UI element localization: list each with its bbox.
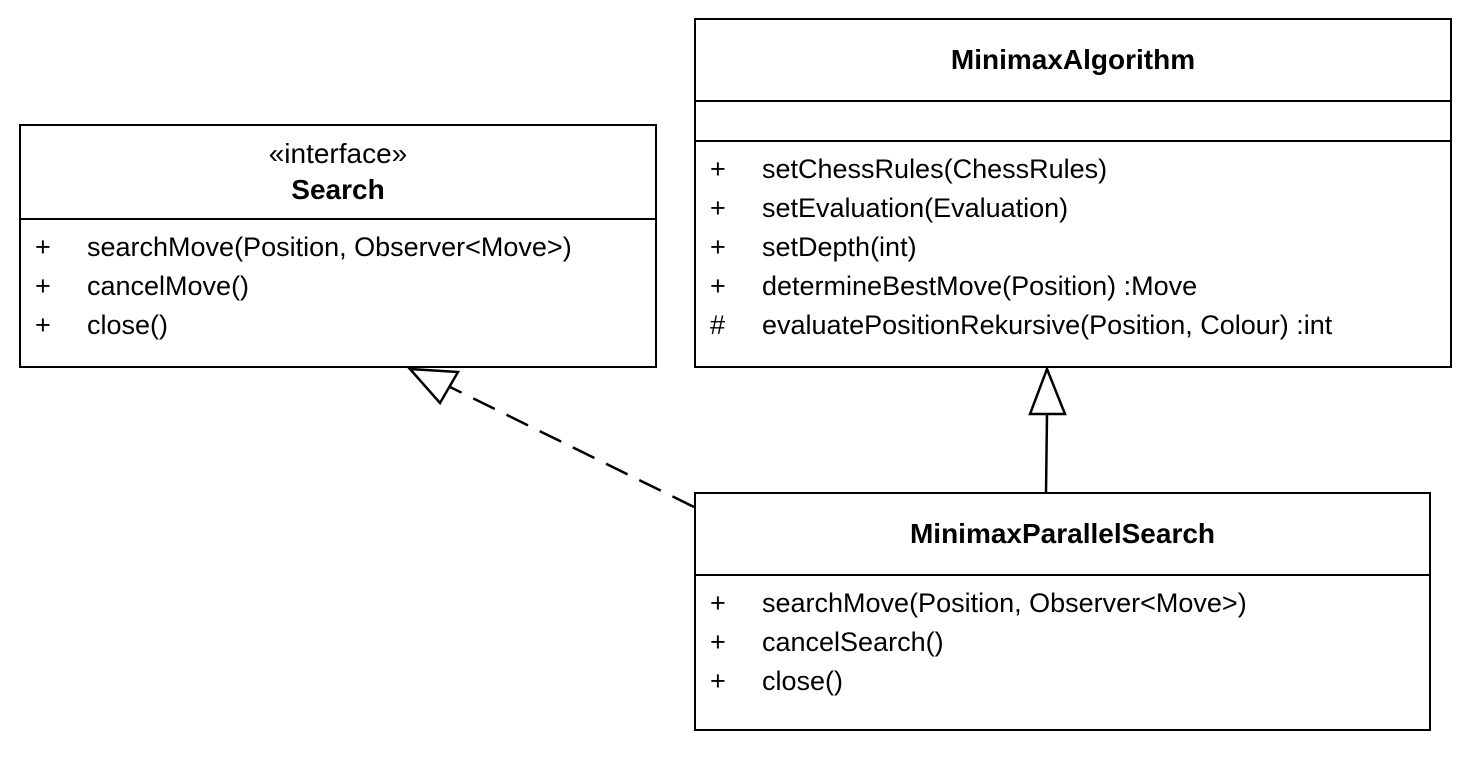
operation-row: + cancelMove() (21, 271, 655, 310)
operation-row: + cancelSearch() (696, 627, 1429, 666)
class-name: Search (291, 174, 385, 205)
operation-signature: cancelSearch() (762, 627, 944, 657)
class-search[interactable]: «interface» Search + searchMove(Position… (19, 124, 657, 368)
generalization-arrow (1028, 365, 1067, 494)
class-minimax-parallel-search[interactable]: MinimaxParallelSearch + searchMove(Posit… (694, 492, 1431, 731)
visibility-marker: + (710, 271, 726, 301)
operations-compartment: + searchMove(Position, Observer<Move>) +… (696, 576, 1429, 705)
class-name: MinimaxParallelSearch (909, 518, 1216, 549)
operation-signature: evaluatePositionRekursive(Position, Colo… (762, 310, 1333, 340)
operation-row: + searchMove(Position, Observer<Move>) (21, 232, 655, 271)
class-header: MinimaxParallelSearch (696, 494, 1429, 576)
visibility-marker: + (35, 232, 51, 262)
visibility-marker: + (710, 666, 726, 696)
operation-signature: determineBestMove(Position) :Move (762, 271, 1198, 301)
generalization-line (1044, 413, 1049, 494)
visibility-marker: + (710, 154, 726, 184)
operation-signature: close() (762, 666, 844, 696)
operation-row: + close() (21, 310, 655, 349)
class-name: MinimaxAlgorithm (950, 44, 1196, 75)
operations-compartment: + setChessRules(ChessRules) + setEvaluat… (696, 142, 1450, 349)
operation-row: + setDepth(int) (696, 232, 1450, 271)
attributes-compartment (696, 102, 1450, 142)
generalization-arrowhead (1028, 365, 1067, 416)
operation-row: + close() (696, 666, 1429, 705)
realization-arrowhead (407, 367, 461, 406)
realization-arrow (407, 367, 695, 509)
operation-signature: cancelMove() (87, 271, 250, 301)
visibility-marker: + (710, 193, 726, 223)
operation-row: + setEvaluation(Evaluation) (696, 193, 1450, 232)
visibility-marker: + (710, 627, 726, 657)
operation-row: # evaluatePositionRekursive(Position, Co… (696, 310, 1450, 349)
operation-signature: searchMove(Position, Observer<Move>) (87, 232, 572, 262)
class-minimax-algorithm[interactable]: MinimaxAlgorithm + setChessRules(ChessRu… (694, 18, 1452, 368)
operation-signature: setDepth(int) (762, 232, 917, 262)
visibility-marker: + (35, 310, 51, 340)
operation-signature: searchMove(Position, Observer<Move>) (762, 588, 1247, 618)
visibility-marker: + (710, 588, 726, 618)
operations-compartment: + searchMove(Position, Observer<Move>) +… (21, 220, 655, 349)
class-header: MinimaxAlgorithm (696, 20, 1450, 102)
visibility-marker: + (710, 232, 726, 262)
operation-signature: setEvaluation(Evaluation) (762, 193, 1069, 223)
realization-line (447, 384, 695, 509)
visibility-marker: # (710, 310, 726, 340)
operation-row: + determineBestMove(Position) :Move (696, 271, 1450, 310)
visibility-marker: + (35, 271, 51, 301)
stereotype-label: «interface» (268, 138, 408, 169)
class-header: «interface» Search (21, 126, 655, 220)
operation-signature: close() (87, 310, 169, 340)
operation-signature: setChessRules(ChessRules) (762, 154, 1108, 184)
operation-row: + searchMove(Position, Observer<Move>) (696, 588, 1429, 627)
operation-row: + setChessRules(ChessRules) (696, 154, 1450, 193)
